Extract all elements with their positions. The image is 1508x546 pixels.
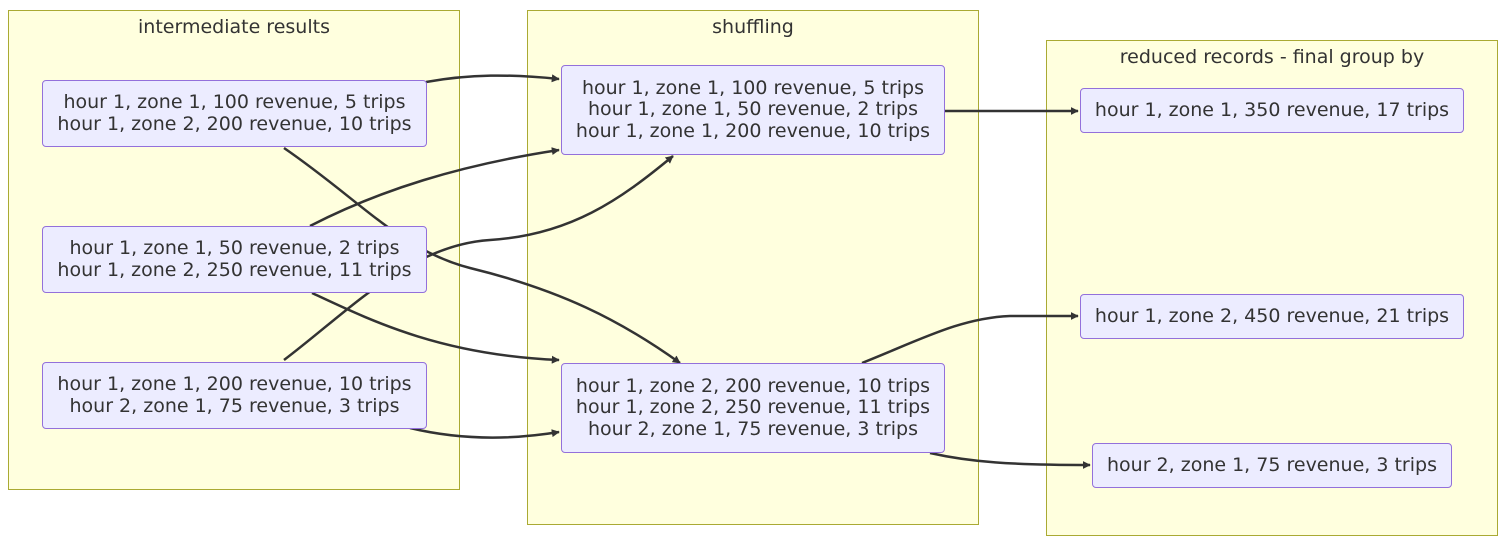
reduced-node-1: hour 1, zone 1, 350 revenue, 17 trips	[1080, 88, 1464, 133]
node-line: hour 1, zone 1, 200 revenue, 10 trips	[57, 373, 412, 395]
node-line: hour 1, zone 2, 200 revenue, 10 trips	[57, 112, 412, 135]
cluster-title: shuffling	[712, 16, 794, 38]
node-line: hour 1, zone 2, 450 revenue, 21 trips	[1094, 304, 1450, 327]
node-line: hour 1, zone 1, 50 revenue, 2 trips	[69, 237, 400, 259]
node-line: hour 2, zone 1, 75 revenue, 3 trips	[69, 394, 400, 417]
shuffling-node-1: hour 1, zone 1, 100 revenue, 5 trips hou…	[561, 65, 945, 155]
node-line: hour 1, zone 2, 250 revenue, 11 trips	[575, 396, 931, 419]
shuffling-node-2: hour 1, zone 2, 200 revenue, 10 trips ho…	[561, 363, 945, 453]
reduced-node-2: hour 1, zone 2, 450 revenue, 21 trips	[1080, 294, 1464, 339]
cluster-title: reduced records - final group by	[1119, 46, 1425, 68]
node-line: hour 2, zone 1, 75 revenue, 3 trips	[1107, 453, 1437, 476]
node-line: hour 1, zone 2, 250 revenue, 11 trips	[57, 258, 412, 281]
node-line: hour 1, zone 1, 200 revenue, 10 trips	[575, 119, 931, 142]
node-line: hour 2, zone 1, 75 revenue, 3 trips	[588, 417, 918, 440]
intermediate-node-2: hour 1, zone 1, 50 revenue, 2 trips hour…	[42, 226, 427, 293]
intermediate-node-3: hour 1, zone 1, 200 revenue, 10 trips ho…	[42, 362, 427, 429]
node-line: hour 1, zone 2, 200 revenue, 10 trips	[575, 374, 931, 397]
node-line: hour 1, zone 1, 350 revenue, 17 trips	[1094, 98, 1450, 121]
intermediate-node-1: hour 1, zone 1, 100 revenue, 5 trips hou…	[42, 80, 427, 147]
node-line: hour 1, zone 1, 50 revenue, 2 trips	[588, 98, 918, 121]
node-line: hour 1, zone 1, 100 revenue, 5 trips	[63, 91, 406, 113]
cluster-title: intermediate results	[138, 16, 330, 38]
reduced-node-3: hour 2, zone 1, 75 revenue, 3 trips	[1092, 443, 1452, 488]
node-line: hour 1, zone 1, 100 revenue, 5 trips	[581, 76, 925, 99]
